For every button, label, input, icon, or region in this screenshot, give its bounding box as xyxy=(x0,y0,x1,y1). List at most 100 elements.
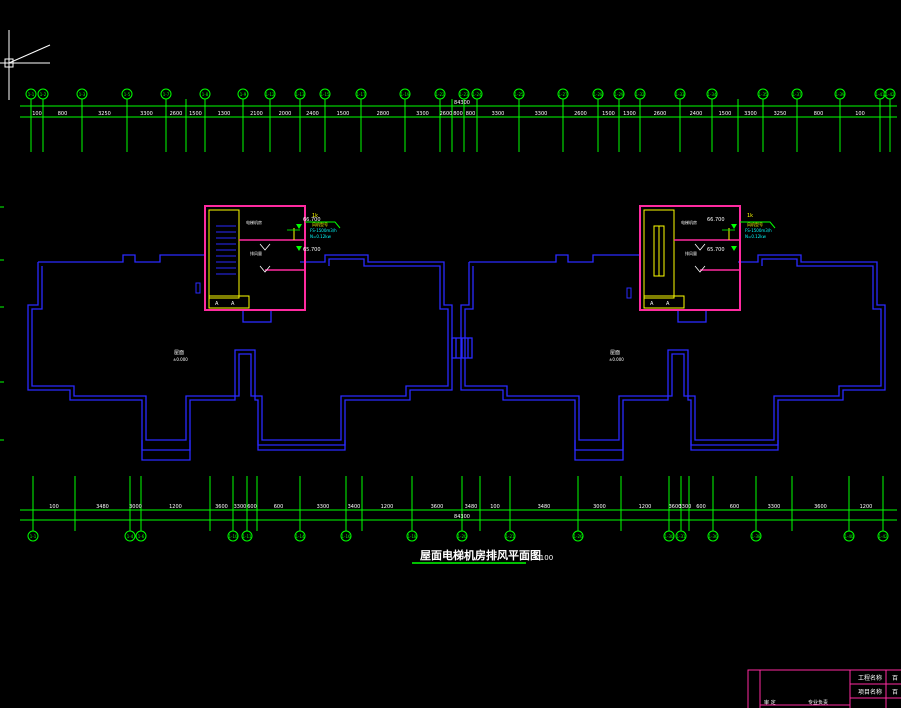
dimension-text: 600 xyxy=(696,504,706,510)
dimension-text: 3600 xyxy=(669,504,682,510)
axis-bubble xyxy=(340,530,352,542)
door-mark: A xyxy=(215,301,219,307)
axis-bubble xyxy=(399,88,411,100)
fan-tag: 1k xyxy=(312,213,318,219)
axis-bubble xyxy=(471,88,483,100)
axis-label: 1-1 xyxy=(30,534,37,539)
machine-room-right: 66.700 65.700 电梯机房 排风量 1k 风机型号 FS-1500m3… xyxy=(626,205,776,311)
roof-label: 屋面 xyxy=(610,350,620,356)
axis-label: 1-27 xyxy=(558,92,568,97)
title-block-cut-text: 百 xyxy=(892,675,898,682)
axis-bubble xyxy=(706,88,718,100)
drawing-title: 屋面电梯机房排风平面图 xyxy=(420,548,541,562)
axis-label: 1-12 xyxy=(265,92,275,97)
axis-bubble xyxy=(791,88,803,100)
dimension-text: 3300 xyxy=(140,111,153,117)
dimension-text: 100 xyxy=(49,504,59,510)
dimension-text: 3600 xyxy=(431,504,444,510)
axis-label: 1-26 xyxy=(573,534,583,539)
axis-label: 1-35 xyxy=(758,92,768,97)
dimension-text: 3400 xyxy=(348,504,361,510)
axis-bubble xyxy=(355,88,367,100)
axis-label: 1-25 xyxy=(514,92,524,97)
elevator-shaft xyxy=(208,209,240,299)
machine-room-wall xyxy=(204,205,306,311)
machine-room-left: 66.700 65.700 电梯机房 排风量 1k 风机型号 FS-1500m3… xyxy=(195,205,341,311)
axis-bubble xyxy=(592,88,604,100)
axis-label: 1-36 xyxy=(708,534,718,539)
axis-label: 1-16 xyxy=(341,534,351,539)
dimension-text: 2600 xyxy=(654,111,667,117)
axis-label: 1-1 xyxy=(28,92,35,97)
axis-label: 1-18 xyxy=(407,534,417,539)
room-label: 电梯机房 xyxy=(681,219,697,225)
dimension-text: 800 xyxy=(58,111,68,117)
axis-label: 1-31 xyxy=(676,534,686,539)
axis-bubble xyxy=(319,88,331,100)
axis-bubble xyxy=(750,530,762,542)
total-dimension-text: 84300 xyxy=(454,100,470,106)
axis-label: 1-32 xyxy=(635,92,645,97)
title-block-item-label: 项目名称 xyxy=(858,688,882,696)
axis-label: 1-20 xyxy=(457,534,467,539)
dimension-text: 3250 xyxy=(774,111,787,117)
axis-bubble xyxy=(663,530,675,542)
axis-label: 1-23 xyxy=(459,92,469,97)
dimension-text: 800 xyxy=(453,111,463,117)
dimension-text: 800 xyxy=(814,111,824,117)
roof-level: ±0.000 xyxy=(609,357,624,362)
axis-bubble xyxy=(458,88,470,100)
dimension-text: 3300 xyxy=(768,504,781,510)
dimension-text: 3480 xyxy=(96,504,109,510)
elevator-shaft xyxy=(643,209,675,299)
axis-label: 1-42 xyxy=(885,92,895,97)
dimension-text: 1500 xyxy=(602,111,615,117)
level-top-text: 66.700 xyxy=(707,217,725,223)
axis-bubble xyxy=(27,530,39,542)
axis-label: 1-38 xyxy=(751,534,761,539)
dimension-text: 3000 xyxy=(593,504,606,510)
axis-label: 1-33 xyxy=(675,92,685,97)
axis-label: 1-28 xyxy=(593,92,603,97)
fan-note: 风机型号 xyxy=(312,221,328,227)
dimension-text: 1200 xyxy=(860,504,873,510)
axis-bubble xyxy=(757,88,769,100)
title-block-cut-text: 百 xyxy=(892,689,898,696)
axis-label: 1-10 xyxy=(228,534,238,539)
room-note: 排风量 xyxy=(250,250,262,256)
axis-label: 1-17 xyxy=(356,92,366,97)
dimension-text: 1200 xyxy=(381,504,394,510)
dimension-text: 3300 xyxy=(234,504,247,510)
dimension-text: 3600 xyxy=(215,504,228,510)
axis-label: 1-14 xyxy=(295,534,305,539)
axis-bubble xyxy=(25,88,37,100)
axis-bubble xyxy=(124,530,136,542)
axis-label: 1-34 xyxy=(707,92,717,97)
axis-bubble xyxy=(434,88,446,100)
axis-bubble xyxy=(160,88,172,100)
axis-bubble xyxy=(843,530,855,542)
axis-label: 1-13 xyxy=(295,92,305,97)
dimension-text: 1500 xyxy=(189,111,202,117)
dimension-text: 3000 xyxy=(129,504,142,510)
dimension-text: 1300 xyxy=(218,111,231,117)
axis-label: 1-22 xyxy=(435,92,445,97)
dimension-text: 2100 xyxy=(250,111,263,117)
dimension-text: 3480 xyxy=(538,504,551,510)
axis-label: 1-5 xyxy=(124,92,131,97)
axis-label: 1-11 xyxy=(242,534,252,539)
dimension-text: 3300 xyxy=(317,504,330,510)
fan-spec: FS-1500m3/h xyxy=(745,228,772,233)
axis-label: 1-21 xyxy=(505,534,515,539)
dimension-text: 2600 xyxy=(170,111,183,117)
axis-bubble xyxy=(634,88,646,100)
dimension-text: 1200 xyxy=(639,504,652,510)
dimension-text: 3250 xyxy=(98,111,111,117)
axis-label: 1-8 xyxy=(202,92,209,97)
axis-bubble xyxy=(121,88,133,100)
dimension-text: 1200 xyxy=(169,504,182,510)
left-margin-ticks xyxy=(0,206,4,441)
